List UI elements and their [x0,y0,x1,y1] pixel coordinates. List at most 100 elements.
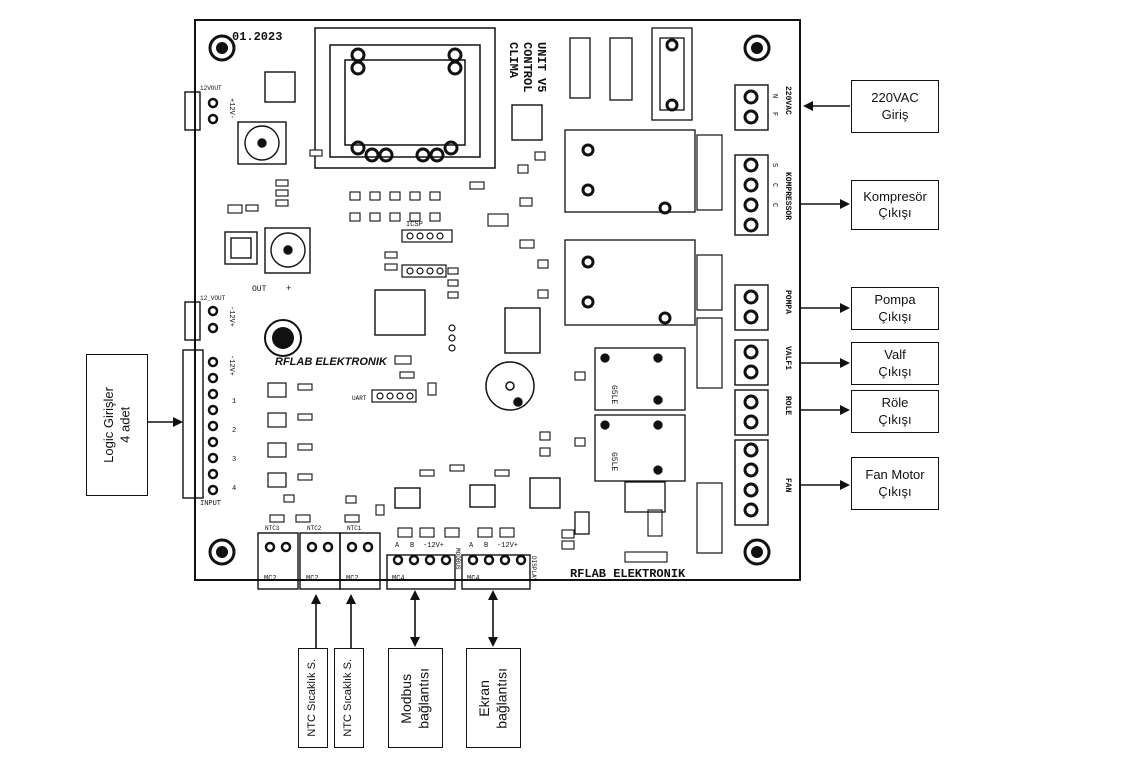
bus-pin: B [484,542,488,550]
terminal-letter: S [770,163,778,167]
input-number: 2 [232,427,236,435]
input-number: 4 [232,485,236,493]
input-label: INPUT [200,500,221,508]
callout-line: Fan Motor [865,467,925,483]
bus-label: DISPLAY [530,556,537,582]
callout-line: Ekran [476,679,492,717]
callout-line: Çıkışı [878,308,912,324]
terminal-letter: F [770,112,778,116]
board-title-line: CONTROL [520,42,534,92]
callout-ntc-sensor-2: NTC Sıcaklık S. [334,648,364,748]
out-label: OUT [252,285,267,294]
optocouplers [267,382,287,488]
bus-label: MODBUS [454,548,461,570]
board-title: CLIMA CONTROL UNIT V5 [506,42,548,92]
terminal-pins [743,89,759,518]
power-label: -12V+ [227,306,235,327]
callout-line: NTC Sıcaklık S. [306,659,319,737]
power-label: 12VOUT [200,85,222,92]
out-label: + [286,284,291,294]
mounting-hole [208,538,236,566]
callout-line: 4 adet [117,406,132,444]
logo-text: RFLAB ELEKTRONIK [275,356,388,368]
bus-pin: B [410,542,414,550]
electrolytic-caps [224,121,311,274]
board-title-line: UNIT V5 [534,42,548,92]
terminal-letter: N [770,94,778,98]
callout-line: Çıkışı [878,483,912,499]
fuse-holders [569,27,693,121]
mc-label: MC2 [306,575,319,583]
callout-line: Pompa [874,292,916,308]
mc-label: MC4 [467,575,480,583]
board-title-line: CLIMA [506,42,520,79]
mounting-hole [208,34,236,62]
callout-line: Çıkışı [878,411,912,427]
power-label: 12_VOUT [200,295,226,302]
ntc-label: NTC3 [265,525,280,532]
input-number: 1 [232,398,236,406]
right-label: ROLE [783,396,792,415]
buzzer [485,361,535,411]
board-date-code: 01.2023 [232,30,282,44]
callout-line: Röle [881,395,909,411]
callout-line: Kompresör [863,188,927,204]
callout-line: 220VAC [871,90,919,106]
headers [371,229,456,403]
right-label: 220VAC [783,86,792,115]
ntc-label: NTC1 [347,525,362,532]
uart-label: UART [352,395,367,402]
callout-line: Modbus [398,673,414,723]
callout-line: Giriş [881,106,909,122]
callout-line: bağlantısı [415,667,432,729]
transformer [314,27,496,169]
mc-label: MC2 [346,575,359,583]
left-pins [207,97,219,496]
left-connectors [182,91,204,499]
regulator [574,481,666,535]
right-label: POMPA [783,290,792,314]
smd-parts [227,149,668,563]
terminal-letter: C [770,183,778,187]
x-capacitors [696,134,723,554]
callout-line: Logic Girişler [100,387,116,463]
power-label: -12V+ [227,355,235,376]
mounting-hole [743,538,771,566]
mc-label: MC2 [264,575,277,583]
callout-line: bağlantısı [493,667,510,729]
ntc-label: NTC2 [307,525,322,532]
small-relays [594,347,686,482]
rflab-logo: RFLAB ELEKTRONIK [264,319,388,368]
right-terminals [734,84,769,526]
mounting-hole [743,34,771,62]
bottom-connectors [257,532,531,590]
callout-line: Çıkışı [878,205,912,220]
right-label: VALF1 [783,346,792,370]
callout-line: Çıkışı [878,363,912,379]
mc-label: MC4 [392,575,405,583]
power-label: +12V- [227,98,235,119]
right-label: KOMPRESSOR [783,172,792,220]
relay-label: G5LE [609,452,618,471]
callout-ntc-sensor-1: NTC Sıcaklık S. [298,648,328,748]
bus-pin: A [469,542,474,550]
right-label: FAN [783,478,792,493]
chips [264,71,561,509]
icsp-label: ICSP [406,221,423,229]
bus-pin: -12V+ [423,542,444,550]
input-number: 3 [232,456,236,464]
callout-line: NTC Sıcaklık S. [342,659,355,737]
power-relays [564,129,696,326]
callout-line: Valf [884,347,906,363]
bus-pin: -12V+ [497,542,518,550]
